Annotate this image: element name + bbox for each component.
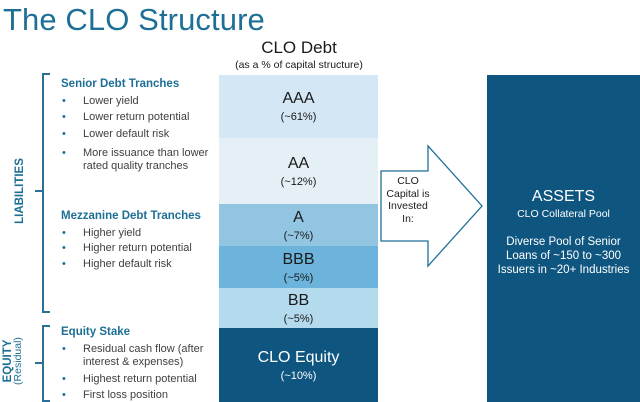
assets-subtitle: CLO Collateral Pool [517,208,610,220]
residual-label: (Residual) [12,337,24,385]
assets-title: ASSETS [531,188,596,205]
mezzanine-bullet: •Higher default risk [62,258,172,270]
bullet-dot: • [62,389,66,401]
bullet-dot: • [62,373,66,385]
tranche-percent: (~61%) [280,111,317,123]
senior-bullet: •Lower yield [62,95,139,107]
clo-debt-header: CLO Debt [261,38,337,57]
senior-bullet: •Lower return potential [62,111,190,123]
equity-bullet-continued: interest & expenses) [83,356,184,368]
senior-tranches-title: Senior Debt Tranches [61,78,180,90]
assets-box: ASSETS CLO Collateral Pool Diverse Pool … [487,75,640,402]
tranche-percent: (~7%) [283,229,314,242]
equity-stake-title: Equity Stake [61,326,131,338]
liabilities-label: LIABILITIES [14,158,26,224]
tranche-clo-equity: CLO Equity (~10%) [219,328,378,402]
assets-description: Diverse Pool of Senior Loans of ~150 to … [497,236,630,276]
tranche-name: CLO Equity [257,348,340,366]
capital-flow-arrow [380,144,483,268]
clo-debt-subheader: (as a % of capital structure) [235,59,363,71]
bullet-dot: • [62,258,66,270]
tranche-percent: (~5%) [283,312,314,325]
liabilities-bracket-tick [35,190,42,192]
arrow-text: CLO Capital is Invested In: [386,175,430,225]
senior-bullet: •More issuance than lower [62,147,209,159]
tranche-name: A [293,208,304,226]
tranche-percent: (~12%) [280,175,317,188]
tranche-name: AA [287,154,310,172]
bullet-dot: • [62,128,66,140]
mezzanine-tranches-title: Mezzanine Debt Tranches [61,210,201,222]
tranche-percent: (~10%) [280,369,317,382]
mezzanine-bullet: •Higher yield [62,227,142,239]
tranche-bbb: BBB (~5%) [219,246,378,288]
bullet-dot: • [62,227,66,239]
tranche-percent: (~5%) [283,271,314,284]
tranche-bb: BB (~5%) [219,288,378,328]
tranche-aa: AA (~12%) [219,138,378,204]
senior-bullet-continued: rated quality tranches [83,160,189,172]
page-title: The CLO Structure [3,2,265,37]
bullet-dot: • [62,111,66,123]
equity-bracket-tick [35,362,42,364]
equity-bullet: •First loss position [62,389,168,401]
bullet-dot: • [62,343,66,355]
equity-bullet: •Residual cash flow (after [62,343,204,355]
equity-bracket [42,325,50,402]
tranche-name: BBB [282,250,315,268]
tranche-a: A (~7%) [219,204,378,246]
equity-bullet: •Highest return potential [62,373,197,385]
bullet-dot: • [62,242,66,254]
mezzanine-bullet: •Higher return potential [62,242,192,254]
tranche-name: BB [287,291,310,309]
tranche-aaa: AAA (~61%) [219,75,378,138]
bullet-dot: • [62,95,66,107]
tranche-name: AAA [282,90,315,107]
senior-bullet: •Lower default risk [62,128,170,140]
liabilities-bracket [42,73,50,313]
bullet-dot: • [62,147,66,159]
